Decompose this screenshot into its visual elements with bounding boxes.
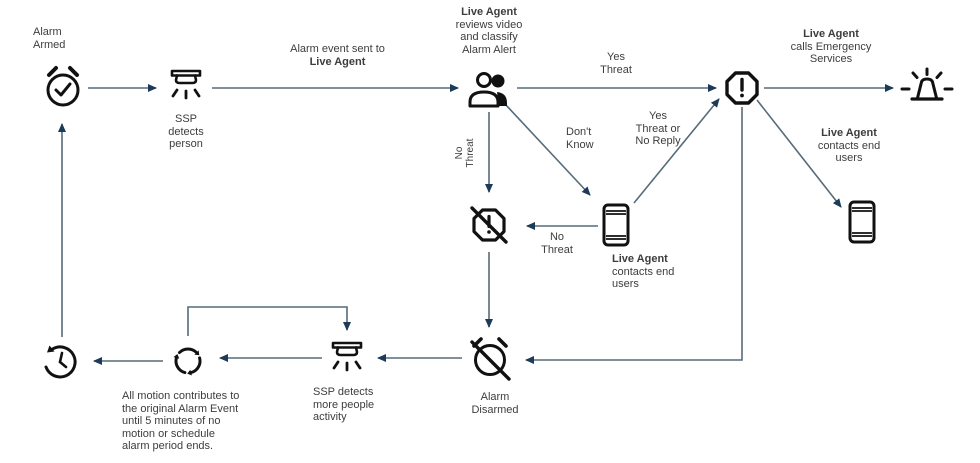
motion-contributes-note: All motion contributes to the original A…: [122, 390, 240, 452]
phone-icon: [602, 203, 630, 247]
motion-sensor-icon: [325, 338, 369, 376]
contacts-end-users-mid-label: Live Agent contacts end users: [612, 253, 675, 290]
yes-threat-label: Yes Threat: [600, 51, 632, 76]
alert-octagon-crossed-icon: [465, 201, 513, 249]
phone-icon: [848, 200, 876, 244]
calls-emergency-label: Live Agent calls Emergency Services: [790, 28, 872, 65]
alarm-clock-crossed-icon: [465, 333, 515, 383]
siren-icon: [900, 67, 954, 109]
contacts-end-users-right-label: Live Agent contacts end users: [817, 127, 881, 164]
ssp-detects-person-label: SSP detects person: [168, 113, 204, 150]
refresh-cycle-icon: [167, 340, 209, 382]
live-agent-review-label: Live Agent reviews video and classify Al…: [455, 6, 523, 56]
history-clock-icon: [39, 340, 81, 382]
alarm-armed-label: Alarm Armed: [33, 26, 66, 51]
motion-sensor-icon: [164, 66, 208, 104]
alarm-clock-check-icon: [40, 63, 86, 111]
no-threat-vertical-label: No Threat: [454, 138, 476, 168]
alarm-event-sent-label: Alarm event sent to Live Agent: [290, 43, 385, 68]
dont-know-label: Don't Know: [566, 126, 594, 151]
people-icon: [466, 70, 512, 108]
ssp-more-activity-label: SSP detects more people activity: [313, 386, 375, 423]
alert-octagon-icon: [724, 70, 760, 106]
yes-threat-or-no-reply-label: Yes Threat or No Reply: [635, 110, 681, 147]
no-threat-label: No Threat: [541, 231, 573, 256]
alarm-disarmed-label: Alarm Disarmed: [471, 391, 519, 416]
